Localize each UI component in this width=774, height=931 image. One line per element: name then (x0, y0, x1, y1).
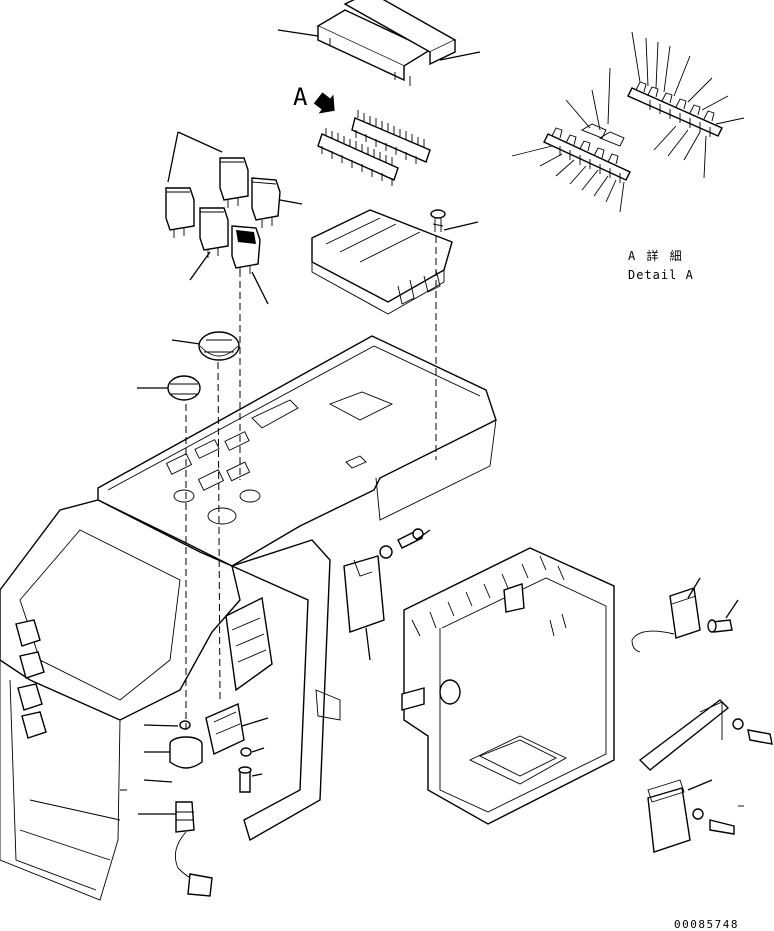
fuse-box-tray (311, 209, 479, 315)
buzzer (143, 720, 203, 769)
relays-right (631, 577, 773, 853)
top-cover (277, 0, 481, 86)
view-arrow-icon (313, 92, 335, 114)
detail-caption-english: Detail A (628, 268, 694, 282)
console-frame (0, 335, 497, 901)
bolt-washer (379, 528, 431, 559)
detail-caption-japanese: A 詳 細 (628, 248, 684, 263)
fuse-connector-rows (317, 110, 431, 186)
sensor-with-cable (138, 779, 213, 897)
detail-a-view (511, 31, 745, 213)
alignment-lines (120, 236, 437, 791)
relay-bracket (225, 555, 385, 692)
switch-assembly (205, 702, 269, 793)
switch-group (165, 131, 303, 305)
controller-box (401, 547, 615, 825)
drawing-number: 00085748 (674, 918, 739, 931)
knobs (137, 331, 240, 401)
view-marker-a: A (293, 83, 335, 114)
view-marker-letter: A (293, 83, 308, 111)
screw (430, 209, 446, 232)
